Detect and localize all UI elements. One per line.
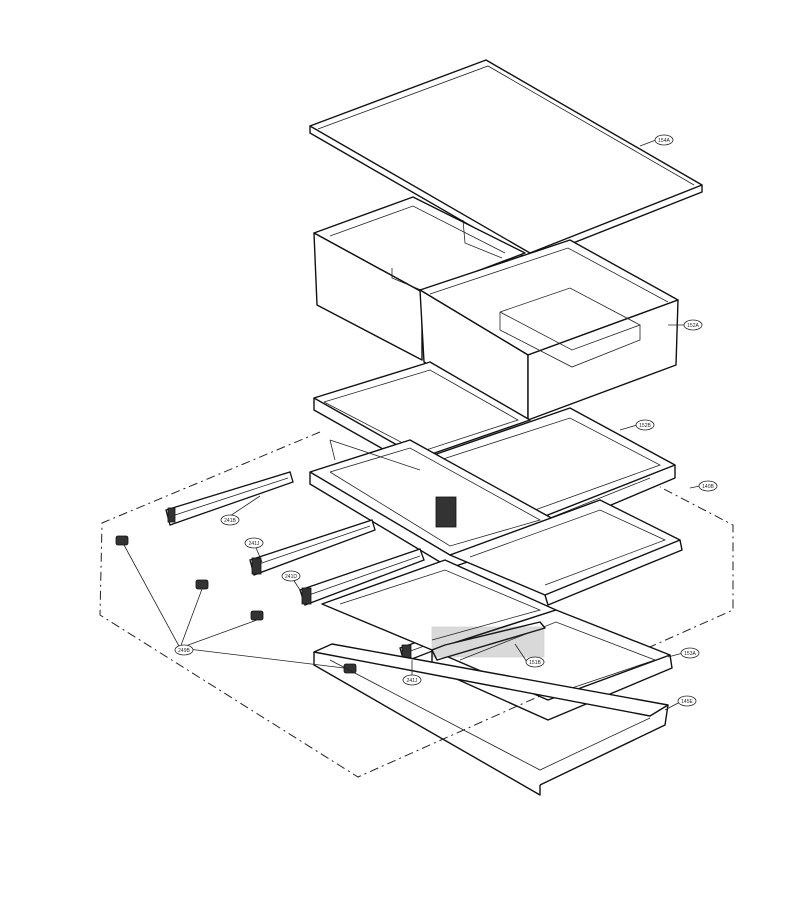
callout-label: 152B	[639, 423, 651, 429]
shelf-frame	[309, 439, 683, 606]
assembly-boundary	[99, 431, 734, 778]
callout-label: 151B	[529, 660, 541, 666]
middle-slide-rail	[249, 519, 376, 576]
clip-parts	[115, 535, 357, 674]
callout-152A: 152A	[683, 319, 703, 331]
crisper-drawer-right	[419, 239, 679, 421]
callout-label: 241J	[249, 541, 260, 547]
callout-label: 241J	[407, 678, 418, 684]
crisper-drawer-left	[313, 196, 526, 361]
front-slide-rail	[299, 548, 425, 606]
callout-140B: 140B	[698, 480, 718, 492]
clip-leader-lines	[123, 544, 345, 669]
callout-label: 153A	[684, 651, 696, 657]
left-slide-rail	[165, 471, 294, 526]
callout-151B: 151B	[525, 656, 545, 668]
callout-241J-b: 241J	[402, 674, 422, 686]
callout-241B: 241B	[220, 514, 240, 526]
callout-label: 154A	[658, 138, 670, 144]
callout-label: 145E	[681, 699, 693, 705]
callout-label: 241B	[224, 518, 236, 524]
callout-label: 241D	[285, 574, 297, 580]
callout-145E: 145E	[677, 695, 697, 707]
callout-152B: 152B	[635, 419, 655, 431]
callout-241J-a: 241J	[244, 537, 264, 549]
callout-label: 152A	[687, 323, 699, 329]
callout-153A: 153A	[680, 647, 700, 659]
pantry-bottom-frame	[313, 643, 669, 796]
cover-glass	[309, 59, 703, 261]
callout-249B: 249B	[174, 644, 194, 656]
callout-label: 249B	[178, 648, 190, 654]
callout-154A: 154A	[654, 134, 674, 146]
callout-241D: 241D	[281, 570, 301, 582]
callout-label: 140B	[702, 484, 714, 490]
